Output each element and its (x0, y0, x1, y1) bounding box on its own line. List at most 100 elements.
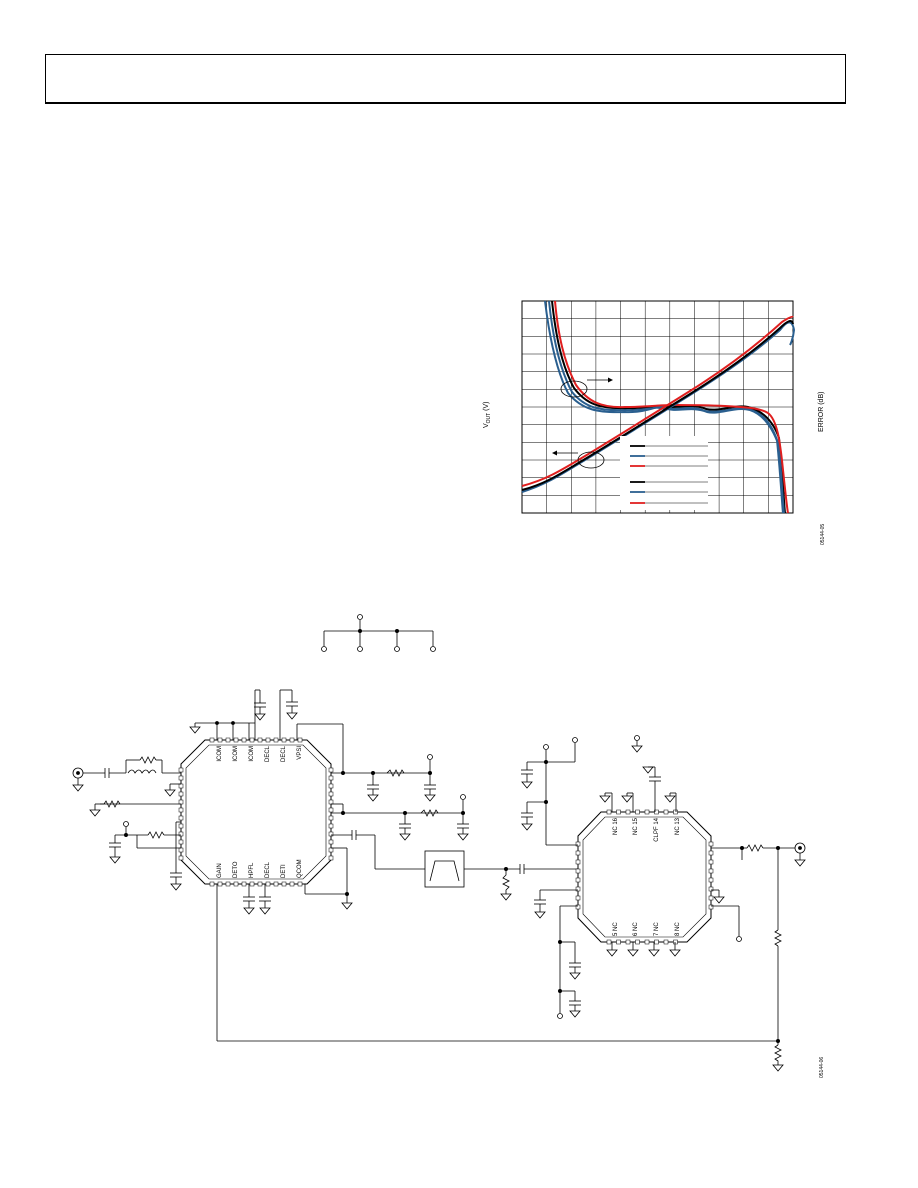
pin-stub (664, 810, 668, 814)
pin-stub (607, 940, 611, 944)
pin-stub (282, 738, 286, 742)
pin-stub (617, 810, 621, 814)
pin-stub (674, 810, 678, 814)
legend-box (620, 436, 708, 510)
y-left-axis-label: VOUT (V) (483, 401, 492, 428)
left-chip-top-pin-label: ICOM (249, 746, 255, 762)
pin-stub (274, 738, 278, 742)
pin-stub (329, 800, 333, 804)
pin-stub (210, 882, 214, 886)
pin-stub (250, 738, 254, 742)
pin-stub (329, 840, 333, 844)
left-chip-top-pin-label: ICOM (233, 746, 239, 762)
pin-stub (655, 940, 659, 944)
pin-stub (258, 882, 262, 886)
right-chip (576, 810, 713, 944)
pin-stub (329, 848, 333, 852)
left-chip-bottom-pin-label: DECL (265, 861, 271, 878)
pin-stub (179, 800, 183, 804)
pin-stub (179, 832, 183, 836)
y-right-axis-label: ERROR (dB) (818, 392, 825, 432)
pin-stub (576, 860, 580, 864)
right-chip-top-pin-label: NC 16 (613, 817, 619, 835)
pin-stub (626, 810, 630, 814)
pin-stub (709, 851, 713, 855)
pin-stub (329, 776, 333, 780)
pin-stub (709, 878, 713, 882)
pin-stub (576, 878, 580, 882)
pin-stub (709, 869, 713, 873)
pin-stub (664, 940, 668, 944)
right-chip-bottom-pin-label: 6 NC (633, 922, 639, 936)
pin-stub (179, 824, 183, 828)
pin-stub (329, 768, 333, 772)
right-chip-bottom-pin-label: 7 NC (654, 922, 660, 936)
left-chip (179, 738, 333, 886)
pin-stub (576, 869, 580, 873)
chart-legend (620, 436, 708, 510)
right-chip-bottom-pin-label: 8 NC (675, 922, 681, 936)
left-chip-bottom-pin-label: DETI (281, 864, 287, 878)
pin-stub (329, 832, 333, 836)
pin-stub (329, 792, 333, 796)
supply-distribution (322, 615, 436, 652)
pin-stub (179, 784, 183, 788)
pin-stub (258, 738, 262, 742)
right-chip-top-pin-label: NC 15 (633, 817, 639, 835)
pin-stub (242, 738, 246, 742)
left-chip-top-pin-label: VPSI (297, 746, 303, 760)
pin-stub (210, 738, 214, 742)
pin-stub (179, 816, 183, 820)
pin-stub (290, 738, 294, 742)
pin-stub (709, 896, 713, 900)
left-chip-top-pin-label: DECL (265, 745, 271, 762)
pin-stub (607, 810, 611, 814)
pin-stub (282, 882, 286, 886)
pin-stub (218, 882, 222, 886)
pin-stub (298, 738, 302, 742)
pin-stub (636, 940, 640, 944)
pin-stub (266, 882, 270, 886)
pin-stub (329, 824, 333, 828)
pin-stub (576, 896, 580, 900)
pin-stub (329, 816, 333, 820)
left-chip-bottom-pin-label: QCOM (297, 859, 303, 878)
pin-stub (179, 848, 183, 852)
pin-stub (218, 738, 222, 742)
pin-stub (617, 940, 621, 944)
pin-stub (329, 784, 333, 788)
pin-stub (234, 738, 238, 742)
pin-stub (709, 887, 713, 891)
error-vout-chart: VOUT (V) ERROR (dB) 05144-05 (483, 301, 826, 545)
pin-stub (179, 840, 183, 844)
left-chip-bottom-pin-label: GAIN (217, 863, 223, 878)
pin-stub (576, 851, 580, 855)
right-chip-bottom-pin-label: 5 NC (613, 922, 619, 936)
pin-stub (329, 856, 333, 860)
right-chip-top-pin-label: NC 13 (675, 817, 681, 835)
schematic-figure-code: 05144-06 (819, 1057, 825, 1078)
pin-stub (636, 810, 640, 814)
right-chip-top-pin-label: CLPF 14 (654, 817, 660, 841)
pin-stub (576, 887, 580, 891)
left-chip-bottom-pin-label: HPFL (249, 862, 255, 878)
pin-stub (226, 882, 230, 886)
pin-stub (645, 940, 649, 944)
pin-stub (179, 808, 183, 812)
chart-figure-code: 05144-05 (820, 524, 826, 545)
pin-stub (674, 940, 678, 944)
pin-stub (234, 882, 238, 886)
pin-stub (179, 768, 183, 772)
pin-stub (298, 882, 302, 886)
pin-stub (626, 940, 630, 944)
pin-stub (179, 856, 183, 860)
pin-stub (250, 882, 254, 886)
left-chip-top-pin-label: DECL (281, 745, 287, 762)
pin-stub (709, 842, 713, 846)
pin-stub (645, 810, 649, 814)
left-chip-top-pin-label: ICOM (217, 746, 223, 762)
left-chip-bottom-pin-label: DETO (233, 861, 239, 878)
pin-stub (290, 882, 294, 886)
application-schematic (73, 615, 805, 1072)
pin-stub (576, 842, 580, 846)
